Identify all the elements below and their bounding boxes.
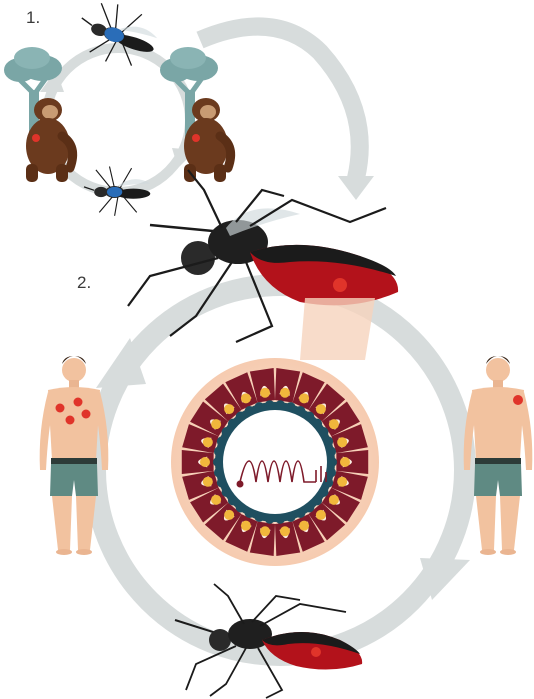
virus-spike-base [211,419,221,429]
virus-spike-base [200,457,210,467]
virus-particle-icon [171,358,379,566]
sylvatic-cycle [4,0,231,216]
virus-spike-base [203,477,213,487]
virus-spike-base [329,419,339,429]
virus-spike-base [340,457,350,467]
virus-spike-base [337,477,347,487]
virus-spike-base [337,437,347,447]
virus-spike-base [329,495,339,505]
virus-spike-base [224,510,234,520]
step-label-2: 2. [77,273,91,292]
virus-spike-base [260,388,270,398]
virus-spike-base [224,404,234,414]
virus-spike-base [316,404,326,414]
virus-spike-base [241,393,251,403]
mosquito-infected-icon [71,0,163,74]
virus-spike-base [241,521,251,531]
virus-spike-base [299,393,309,403]
virus-spike-base [316,510,326,520]
virus-spike-base [203,437,213,447]
virus-spike-base [260,526,270,536]
step-label-1: 1. [26,8,40,27]
virus-spike-base [211,495,221,505]
virus-spike-base [299,521,309,531]
virus-spike-base [280,526,290,536]
virus-spike-base [280,388,290,398]
